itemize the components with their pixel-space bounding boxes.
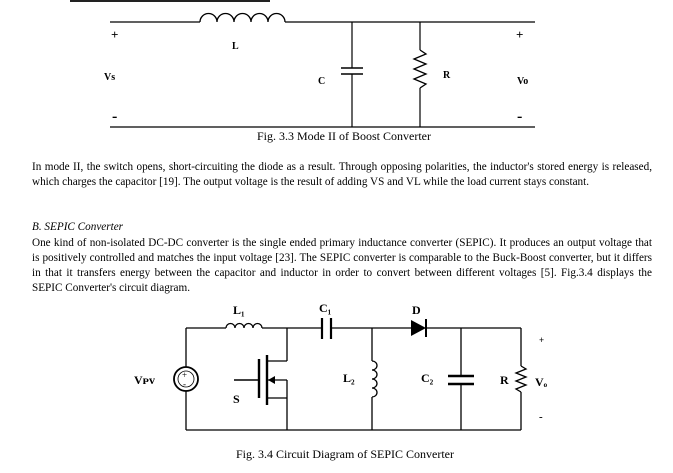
vo-label: Vₒ: [535, 375, 548, 389]
cropped-heading-fragment: [70, 0, 270, 2]
r-label: R: [500, 373, 509, 387]
inductor-coil: [199, 12, 286, 23]
minus-right-label: -: [517, 108, 522, 125]
pv-source-inner: [177, 370, 195, 388]
l2-coil: [371, 360, 378, 398]
pv-plus-sign: +: [182, 370, 187, 380]
resistor-label: R: [443, 70, 451, 81]
diode-triangle: [411, 320, 426, 336]
boost-circuit-diagram: + L + Vs C R Vo - -: [70, 0, 535, 128]
r-zigzag: [514, 365, 528, 393]
figure-3-3-caption: Fig. 3.3 Mode II of Boost Converter: [257, 129, 431, 143]
section-b-heading: B. SEPIC Converter: [32, 221, 124, 233]
source-label: Vs: [104, 72, 115, 83]
pv-minus-sign: -: [183, 379, 186, 389]
l1-coil: [225, 322, 263, 329]
c2-label: C₂: [421, 371, 434, 385]
sepic-circuit-diagram: + - L₁ C₁ D + Vᴘᴠ L₂ C₂ R Vₒ S -: [134, 301, 548, 431]
plus-label: +: [539, 335, 544, 345]
plus-left-label: +: [111, 27, 118, 42]
vpv-label: Vᴘᴠ: [134, 373, 155, 387]
capacitor-label: C: [318, 76, 325, 87]
plus-right-label: +: [516, 27, 523, 42]
l1-label: L₁: [233, 303, 245, 317]
l2-label: L₂: [343, 371, 355, 385]
sepic-intro-paragraph: One kind of non-isolated DC-DC converter…: [32, 237, 652, 294]
mosfet-arrow: [268, 376, 275, 384]
minus-left-label: -: [112, 108, 117, 125]
figure-3-4-caption: Fig. 3.4 Circuit Diagram of SEPIC Conver…: [236, 447, 454, 461]
output-label: Vo: [517, 76, 528, 87]
c1-label: C₁: [319, 301, 332, 315]
minus-label: -: [539, 411, 543, 423]
switch-label: S: [233, 392, 240, 406]
inductor-label: L: [232, 41, 239, 52]
mode-2-paragraph: In mode II, the switch opens, short-circ…: [32, 161, 652, 188]
diode-label: D: [412, 303, 421, 317]
resistor-zigzag: [412, 49, 428, 89]
